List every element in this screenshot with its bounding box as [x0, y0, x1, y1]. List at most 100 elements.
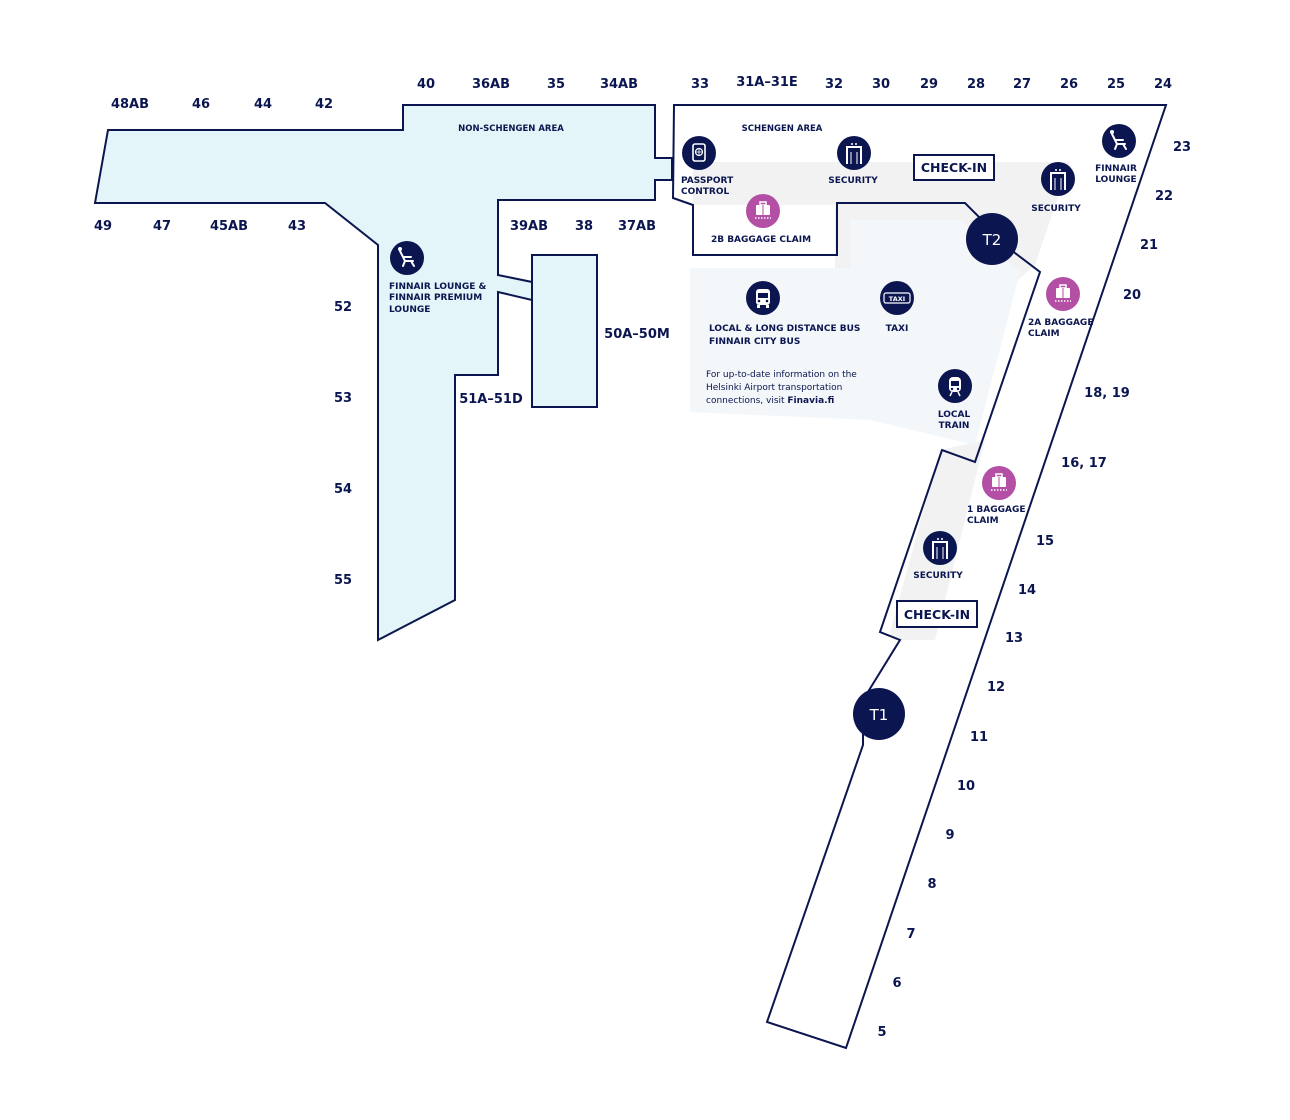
info-line-3: connections, visit Finavia.fi: [706, 396, 834, 406]
terminal-t1-label: T1: [869, 706, 889, 724]
terminal-t2-label: T2: [982, 231, 1002, 249]
taxi-sign-text: TAXI: [889, 295, 905, 303]
gate-21: 21: [1140, 238, 1158, 253]
gate-18-19: 18, 19: [1084, 386, 1130, 401]
transport-area: [690, 220, 1020, 445]
gate-8: 8: [927, 877, 936, 892]
taxi-label: TAXI: [886, 324, 909, 334]
checkin-t2[interactable]: CHECK-IN: [913, 154, 995, 181]
baggage-2a-label-2: CLAIM: [1028, 329, 1060, 339]
gate-23: 23: [1173, 140, 1191, 155]
gate-45ab: 45AB: [210, 219, 248, 234]
non-schengen-area: [93, 104, 673, 642]
local-train[interactable]: LOCAL TRAIN: [938, 369, 972, 431]
baggage-claim-2a[interactable]: 2A BAGGAGE CLAIM: [1028, 277, 1093, 339]
gate-34ab: 34AB: [600, 77, 638, 92]
gate-38: 38: [575, 219, 593, 234]
taxi-icon: TAXI: [883, 292, 911, 304]
gate-50a-50m: 50A–50M: [604, 327, 670, 342]
finnair-lounge-schengen[interactable]: FINNAIR LOUNGE: [1095, 124, 1137, 185]
bus-label-2: FINNAIR CITY BUS: [709, 337, 800, 347]
baggage-claim-1[interactable]: 1 BAGGAGE CLAIM: [967, 466, 1026, 526]
gate-7: 7: [906, 927, 915, 942]
gate-32: 32: [825, 77, 843, 92]
security-label: SECURITY: [913, 571, 963, 581]
schengen-label: SCHENGEN AREA: [742, 124, 823, 134]
gate-31a-31e: 31A–31E: [736, 75, 798, 90]
lounge-main-label-3: LOUNGE: [389, 305, 430, 315]
passport-label-2: CONTROL: [681, 187, 730, 197]
gate-20: 20: [1123, 288, 1141, 303]
checkin-t1-label: CHECK-IN: [904, 607, 970, 622]
info-line-1: For up-to-date information on the: [706, 370, 857, 380]
gate-16-17: 16, 17: [1061, 456, 1107, 471]
gate-15: 15: [1036, 534, 1054, 549]
terminal-t1[interactable]: T1: [853, 688, 905, 740]
baggage-1-label-2: CLAIM: [967, 516, 999, 526]
gate-30: 30: [872, 77, 890, 92]
gate-39ab: 39AB: [510, 219, 548, 234]
gate-13: 13: [1005, 631, 1023, 646]
info-line-2: Helsinki Airport transportation: [706, 383, 842, 393]
gate-27: 27: [1013, 77, 1031, 92]
gate-12: 12: [987, 680, 1005, 695]
baggage-claim-2b[interactable]: 2B BAGGAGE CLAIM: [711, 194, 811, 245]
security-t2-right[interactable]: SECURITY: [1031, 162, 1081, 214]
gate-51a-51d: 51A–51D: [459, 392, 523, 407]
gate-33: 33: [691, 77, 709, 92]
gate-52: 52: [334, 300, 352, 315]
bus-stop[interactable]: LOCAL & LONG DISTANCE BUS FINNAIR CITY B…: [709, 281, 860, 347]
gate-6: 6: [892, 976, 901, 991]
gate-36ab: 36AB: [472, 77, 510, 92]
gate-26: 26: [1060, 77, 1078, 92]
gate-37ab: 37AB: [618, 219, 656, 234]
bus-label-1: LOCAL & LONG DISTANCE BUS: [709, 324, 860, 334]
gate-54: 54: [334, 482, 352, 497]
terminal-t2[interactable]: T2: [966, 213, 1018, 265]
gate-24: 24: [1154, 77, 1172, 92]
finnair-lounge-main[interactable]: FINNAIR LOUNGE & FINNAIR PREMIUM LOUNGE: [389, 241, 487, 315]
lounge-main-label-1: FINNAIR LOUNGE &: [389, 282, 487, 292]
remote-stand-area: [531, 254, 598, 408]
baggage-2b-label: 2B BAGGAGE CLAIM: [711, 235, 811, 245]
info-line-3-prefix: connections, visit: [706, 396, 787, 406]
passport-label-1: PASSPORT: [681, 176, 734, 186]
checkin-t1[interactable]: CHECK-IN: [896, 600, 978, 628]
gate-25: 25: [1107, 77, 1125, 92]
security-t2-center[interactable]: SECURITY: [828, 136, 878, 186]
gate-47: 47: [153, 219, 171, 234]
gate-28: 28: [967, 77, 985, 92]
lounge-schengen-label-2: LOUNGE: [1095, 175, 1136, 185]
non-schengen-label: NON-SCHENGEN AREA: [458, 124, 564, 134]
gate-9: 9: [945, 828, 954, 843]
gate-53: 53: [334, 391, 352, 406]
baggage-2a-label-1: 2A BAGGAGE: [1028, 318, 1093, 328]
schengen-area: [671, 104, 1168, 1050]
gate-49: 49: [94, 219, 112, 234]
transport-info: For up-to-date information on the Helsin…: [706, 370, 857, 406]
finavia-link[interactable]: Finavia.fi: [787, 396, 834, 406]
gate-29: 29: [920, 77, 938, 92]
gate-22: 22: [1155, 189, 1173, 204]
security-t1[interactable]: SECURITY: [913, 531, 963, 581]
checkin-t2-label: CHECK-IN: [921, 160, 987, 175]
train-label-2: TRAIN: [939, 421, 970, 431]
security-label: SECURITY: [1031, 204, 1081, 214]
baggage-1-label-1: 1 BAGGAGE: [967, 505, 1026, 515]
gate-10: 10: [957, 779, 975, 794]
lounge-schengen-label-1: FINNAIR: [1095, 164, 1137, 174]
taxi-stand[interactable]: TAXI TAXI: [880, 281, 914, 334]
gate-46: 46: [192, 97, 210, 112]
gate-35: 35: [547, 77, 565, 92]
gate-5: 5: [877, 1025, 886, 1040]
passport-control[interactable]: PASSPORT CONTROL: [681, 136, 734, 197]
gate-55: 55: [334, 573, 352, 588]
train-label-1: LOCAL: [938, 410, 971, 420]
gate-40: 40: [417, 77, 435, 92]
gate-42: 42: [315, 97, 333, 112]
gate-14: 14: [1018, 583, 1036, 598]
security-label: SECURITY: [828, 176, 878, 186]
gate-43: 43: [288, 219, 306, 234]
gate-44: 44: [254, 97, 272, 112]
